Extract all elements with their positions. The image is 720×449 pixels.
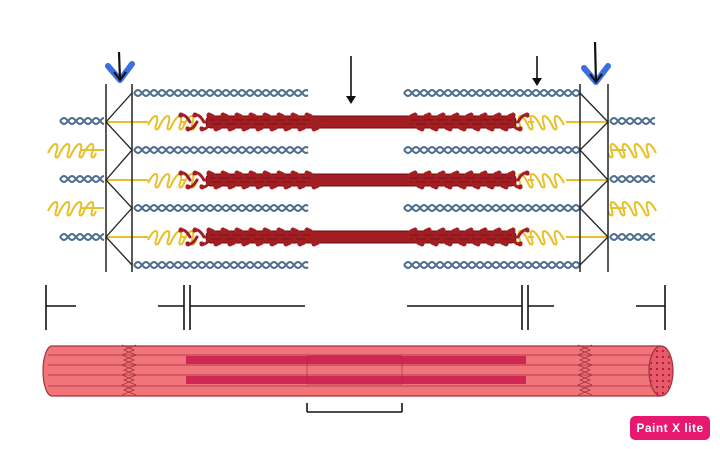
z-discs xyxy=(105,84,609,272)
fiber-z-line xyxy=(577,344,592,396)
actin-filament xyxy=(403,260,581,270)
actin-filament xyxy=(59,116,105,126)
pointer-arrows xyxy=(105,41,611,104)
titin-coil xyxy=(607,201,657,217)
actin-filament xyxy=(133,145,309,155)
actin-filament xyxy=(609,174,656,184)
fiber-z-line xyxy=(121,344,136,396)
actin-filament xyxy=(609,116,656,126)
actin-filament xyxy=(133,260,309,270)
blue-arrow xyxy=(105,51,135,83)
z-disc xyxy=(105,84,133,272)
myosin-filament xyxy=(178,170,530,190)
myosin-filaments xyxy=(178,112,530,247)
titin-coil xyxy=(607,143,657,159)
myosin-filament xyxy=(178,227,530,247)
titin-coil xyxy=(47,201,97,217)
z-disc xyxy=(579,84,609,272)
actin-filament xyxy=(133,203,309,213)
black-arrow xyxy=(346,56,356,104)
titin-coil xyxy=(147,230,197,246)
actin-filament xyxy=(403,88,581,98)
black-arrow xyxy=(532,56,542,86)
band-brackets xyxy=(45,285,666,413)
actin-filament xyxy=(403,203,581,213)
fiber-z-line xyxy=(122,344,137,396)
paint-x-lite-watermark: Paint X lite xyxy=(630,416,710,440)
titin-filaments xyxy=(47,115,657,246)
actin-filaments xyxy=(59,88,656,270)
myosin-filament xyxy=(178,112,530,132)
blue-arrow xyxy=(581,41,611,85)
titin-coil xyxy=(515,230,565,246)
titin-coil xyxy=(47,143,97,159)
actin-filament xyxy=(403,145,581,155)
titin-coil xyxy=(147,115,197,131)
actin-filament xyxy=(59,232,105,242)
titin-coil xyxy=(147,173,197,189)
fiber-z-line xyxy=(578,344,593,396)
myofibril-cylinder xyxy=(42,344,674,397)
actin-filament xyxy=(59,174,105,184)
titin-coil xyxy=(515,115,565,131)
muscle-myofibril xyxy=(42,344,674,397)
actin-filament xyxy=(133,88,309,98)
titin-coil xyxy=(515,173,565,189)
actin-filament xyxy=(609,232,656,242)
